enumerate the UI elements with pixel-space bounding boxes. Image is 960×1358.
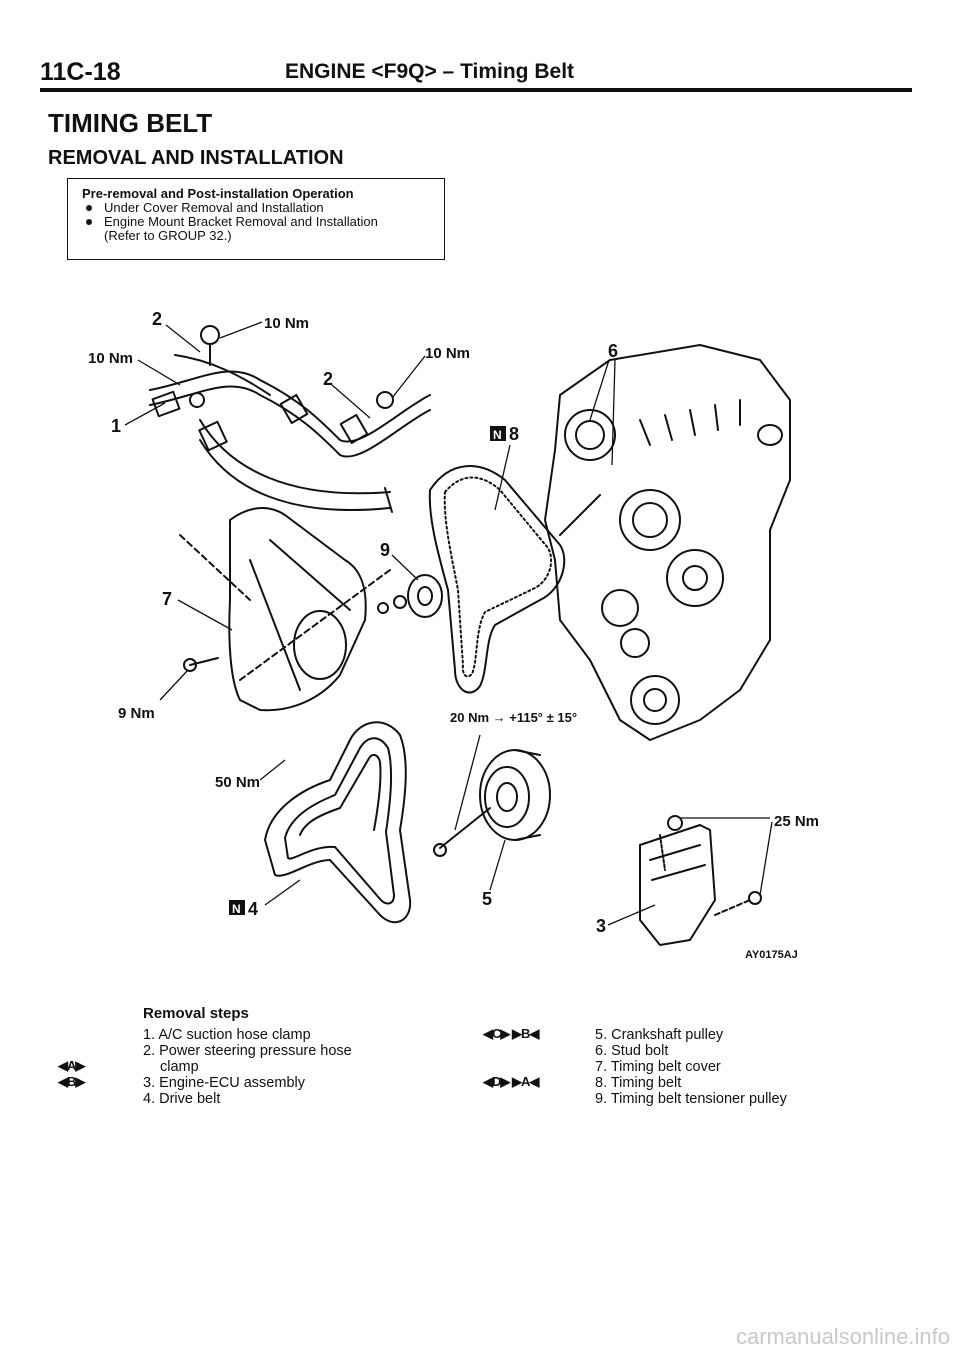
service-point-marker: ◀A▶ [58, 1058, 85, 1073]
callout-2b: 2 [323, 369, 333, 389]
tensioner-pulley-illustration [377, 574, 443, 618]
engine-ecu-illustration [639, 815, 762, 946]
new-part-mark-icon [490, 426, 506, 441]
callout-7: 7 [162, 589, 172, 609]
operation-item-text: Engine Mount Bracket Removal and Install… [104, 214, 378, 229]
page-title: TIMING BELT [48, 108, 213, 138]
operation-note: (Refer to GROUP 32.) [104, 228, 232, 243]
service-point-marker: ◀B▶ [58, 1074, 85, 1089]
callout-1: 1 [111, 416, 121, 436]
new-part-mark-icon [229, 900, 245, 915]
torque-10nm-b: 10 Nm [88, 350, 133, 367]
watermark: carmanualsonline.info [735, 1324, 950, 1349]
page-number: 11C-18 [40, 58, 121, 86]
step-item: 8. Timing belt [595, 1075, 682, 1091]
step-item: 7. Timing belt cover [595, 1059, 721, 1075]
operation-item-text: Under Cover Removal and Installation [104, 200, 324, 215]
callout-3: 3 [596, 916, 606, 936]
step-item: 2. Power steering pressure hose [143, 1043, 352, 1059]
service-point-marker: ◀C▶ ▶B◀ [483, 1026, 539, 1041]
timing-belt-cover-illustration [179, 507, 391, 712]
new-part-mark-letter: N [232, 902, 241, 916]
torque-50nm: 50 Nm [215, 774, 260, 791]
timing-belt-exploded-diagram: 2 10 Nm 10 Nm 10 Nm 2 1 6 N 8 9 7 9 Nm 2… [88, 309, 819, 961]
callout-4: 4 [248, 899, 258, 919]
section-subtitle: REMOVAL AND INSTALLATION [48, 147, 344, 169]
service-point-marker: ◀D▶ ▶A◀ [483, 1074, 539, 1089]
new-part-mark-letter: N [493, 428, 502, 442]
torque-10nm-a: 10 Nm [264, 315, 309, 332]
running-title: ENGINE <F9Q> – Timing Belt [285, 60, 575, 83]
step-item: 5. Crankshaft pulley [595, 1027, 724, 1043]
ac-suction-hose-illustration [149, 325, 431, 513]
bullet-icon [86, 205, 92, 211]
callout-5: 5 [482, 889, 492, 909]
step-item: 9. Timing belt tensioner pulley [595, 1091, 787, 1107]
header-rule [40, 88, 912, 92]
removal-steps-left: 1. A/C suction hose clamp 2. Power steer… [143, 1027, 352, 1107]
removal-steps-right: 5. Crankshaft pulley 6. Stud bolt 7. Tim… [595, 1027, 787, 1107]
torque-20nm-angle: 20 Nm → +115° ± 15° [450, 710, 577, 725]
step-item: 3. Engine-ECU assembly [143, 1075, 305, 1091]
figure-code: AY0175AJ [745, 949, 798, 961]
torque-9nm: 9 Nm [118, 705, 155, 722]
crankshaft-pulley-illustration [433, 749, 551, 857]
operation-item: Under Cover Removal and Installation [82, 201, 434, 215]
operation-heading: Pre-removal and Post-installation Operat… [82, 186, 354, 201]
step-item: 1. A/C suction hose clamp [143, 1027, 311, 1043]
callout-6: 6 [608, 341, 618, 361]
callout-2a: 2 [152, 309, 162, 329]
torque-25nm: 25 Nm [774, 813, 819, 830]
step-item: 6. Stud bolt [595, 1043, 669, 1059]
torque-10nm-c: 10 Nm [425, 345, 470, 362]
step-item: 4. Drive belt [143, 1091, 221, 1107]
removal-steps-heading: Removal steps [143, 1005, 249, 1022]
step-item-continued: clamp [160, 1059, 199, 1075]
drive-belt-illustration [264, 721, 412, 924]
operation-item: Engine Mount Bracket Removal and Install… [82, 215, 434, 229]
engine-block-illustration [544, 344, 791, 741]
operation-box: Pre-removal and Post-installation Operat… [67, 178, 445, 260]
timing-belt-illustration [428, 465, 566, 694]
callout-9: 9 [380, 540, 390, 560]
bullet-icon [86, 219, 92, 225]
callout-8: 8 [509, 424, 519, 444]
